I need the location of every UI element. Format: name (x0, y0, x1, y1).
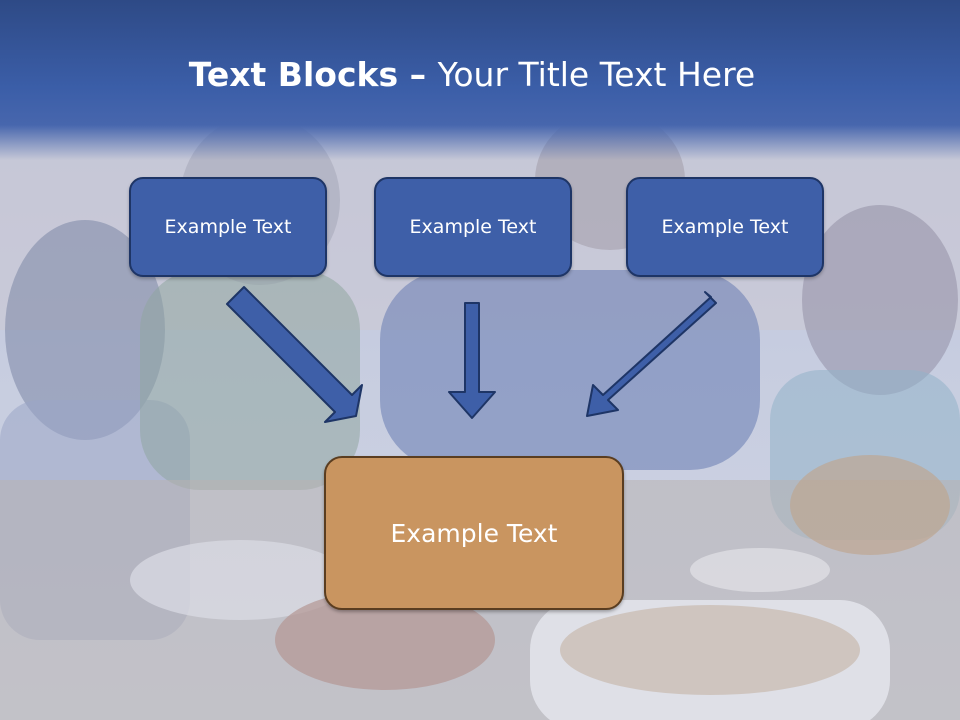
slide-title: Text Blocks – Your Title Text Here (0, 52, 944, 98)
main-text-box-label: Example Text (390, 518, 558, 548)
text-box-2: Example Text (374, 177, 572, 277)
arrow-center (448, 302, 496, 419)
arrow-right (586, 291, 717, 417)
arrow-left (226, 286, 363, 423)
title-rest: Your Title Text Here (437, 55, 756, 94)
text-box-3-label: Example Text (661, 216, 789, 238)
text-box-1-label: Example Text (164, 216, 292, 238)
text-box-2-label: Example Text (409, 216, 537, 238)
main-text-box: Example Text (324, 456, 624, 610)
title-bold: Text Blocks (188, 55, 399, 94)
text-box-1: Example Text (129, 177, 327, 277)
title-dash: – (398, 55, 438, 94)
title-band (0, 0, 960, 160)
text-box-3: Example Text (626, 177, 824, 277)
